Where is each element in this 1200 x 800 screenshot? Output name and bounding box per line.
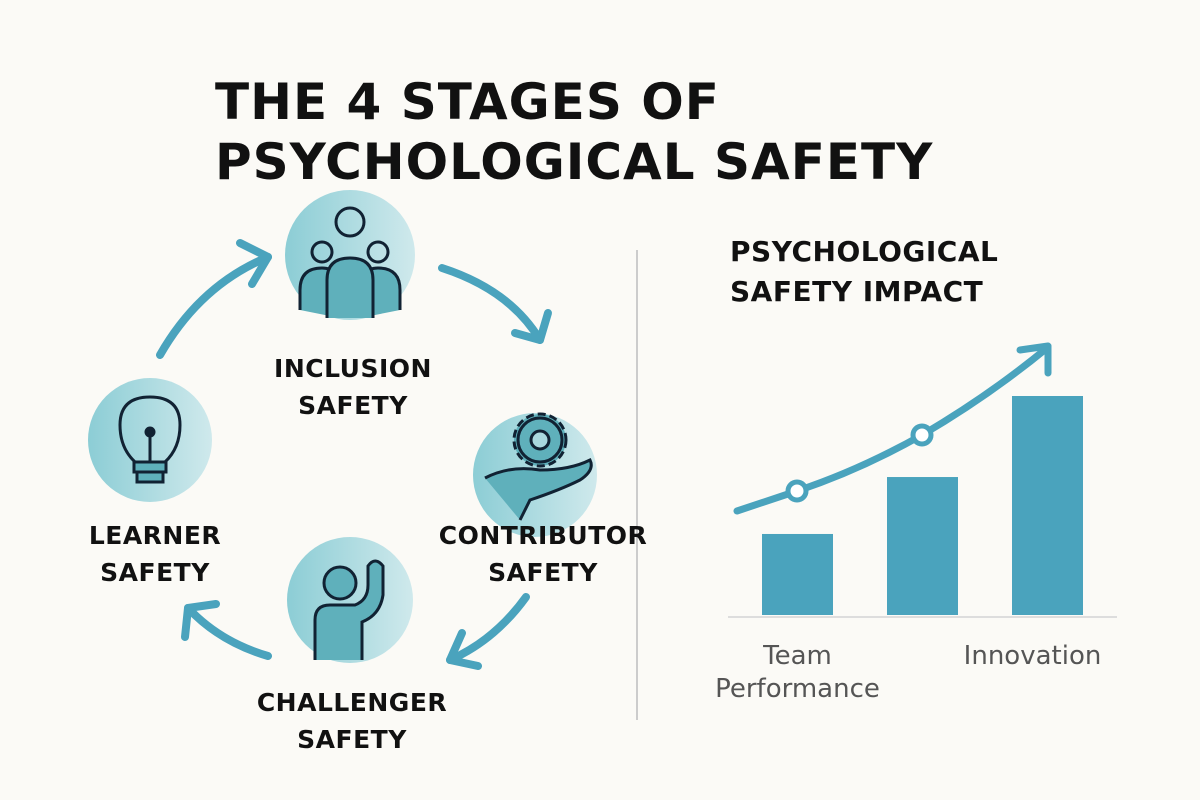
group-icon [298, 206, 402, 318]
arrow-learner-to-inclusion [156, 239, 272, 359]
stage-label-line: SAFETY [298, 391, 408, 420]
chart-title: PSYCHOLOGICAL SAFETY IMPACT [730, 235, 999, 308]
stage-label-line: SAFETY [488, 558, 598, 587]
page-title: THE 4 STAGES OF PSYCHOLOGICAL SAFETY [215, 72, 933, 192]
title-line-2: PSYCHOLOGICAL SAFETY [215, 133, 934, 191]
lightbulb-icon [118, 395, 182, 484]
arrow-challenger-to-learner [181, 600, 272, 660]
x-tick-label: Performance [715, 674, 880, 704]
stage-label-line: LEARNER [88, 521, 222, 550]
gear-in-hand-icon [484, 412, 593, 521]
trend-arrowhead [1016, 342, 1052, 377]
stage-label-line: SAFETY [100, 558, 210, 587]
arrow-inclusion-to-contributor [438, 264, 552, 344]
title-line-1: THE 4 STAGES OF [215, 73, 720, 131]
trend-point [785, 479, 809, 503]
stage-label-learner: LEARNER SAFETY [25, 517, 285, 591]
stage-label-line: CONTRIBUTOR [438, 521, 648, 550]
impact-chart [728, 342, 1117, 618]
x-label-team-performance: Team Performance [700, 640, 895, 706]
stage-label-contributor: CONTRIBUTOR SAFETY [413, 517, 673, 591]
bar [887, 477, 958, 615]
stage-label-line: CHALLENGER [256, 688, 448, 717]
stage-label-line: INCLUSION [274, 354, 432, 383]
x-label-innovation: Innovation [963, 641, 1102, 671]
stage-label-line: SAFETY [297, 725, 407, 754]
stage-label-inclusion: INCLUSION SAFETY [223, 350, 483, 424]
bar [1012, 396, 1083, 615]
bar [762, 533, 833, 615]
stage-label-challenger: CHALLENGER SAFETY [222, 684, 482, 758]
x-tick-label: Team [763, 641, 832, 671]
arrow-contributor-to-challenger [446, 593, 530, 670]
trend-point [910, 423, 934, 447]
raised-hand-person-icon [313, 559, 385, 660]
trend-line [733, 344, 1051, 515]
